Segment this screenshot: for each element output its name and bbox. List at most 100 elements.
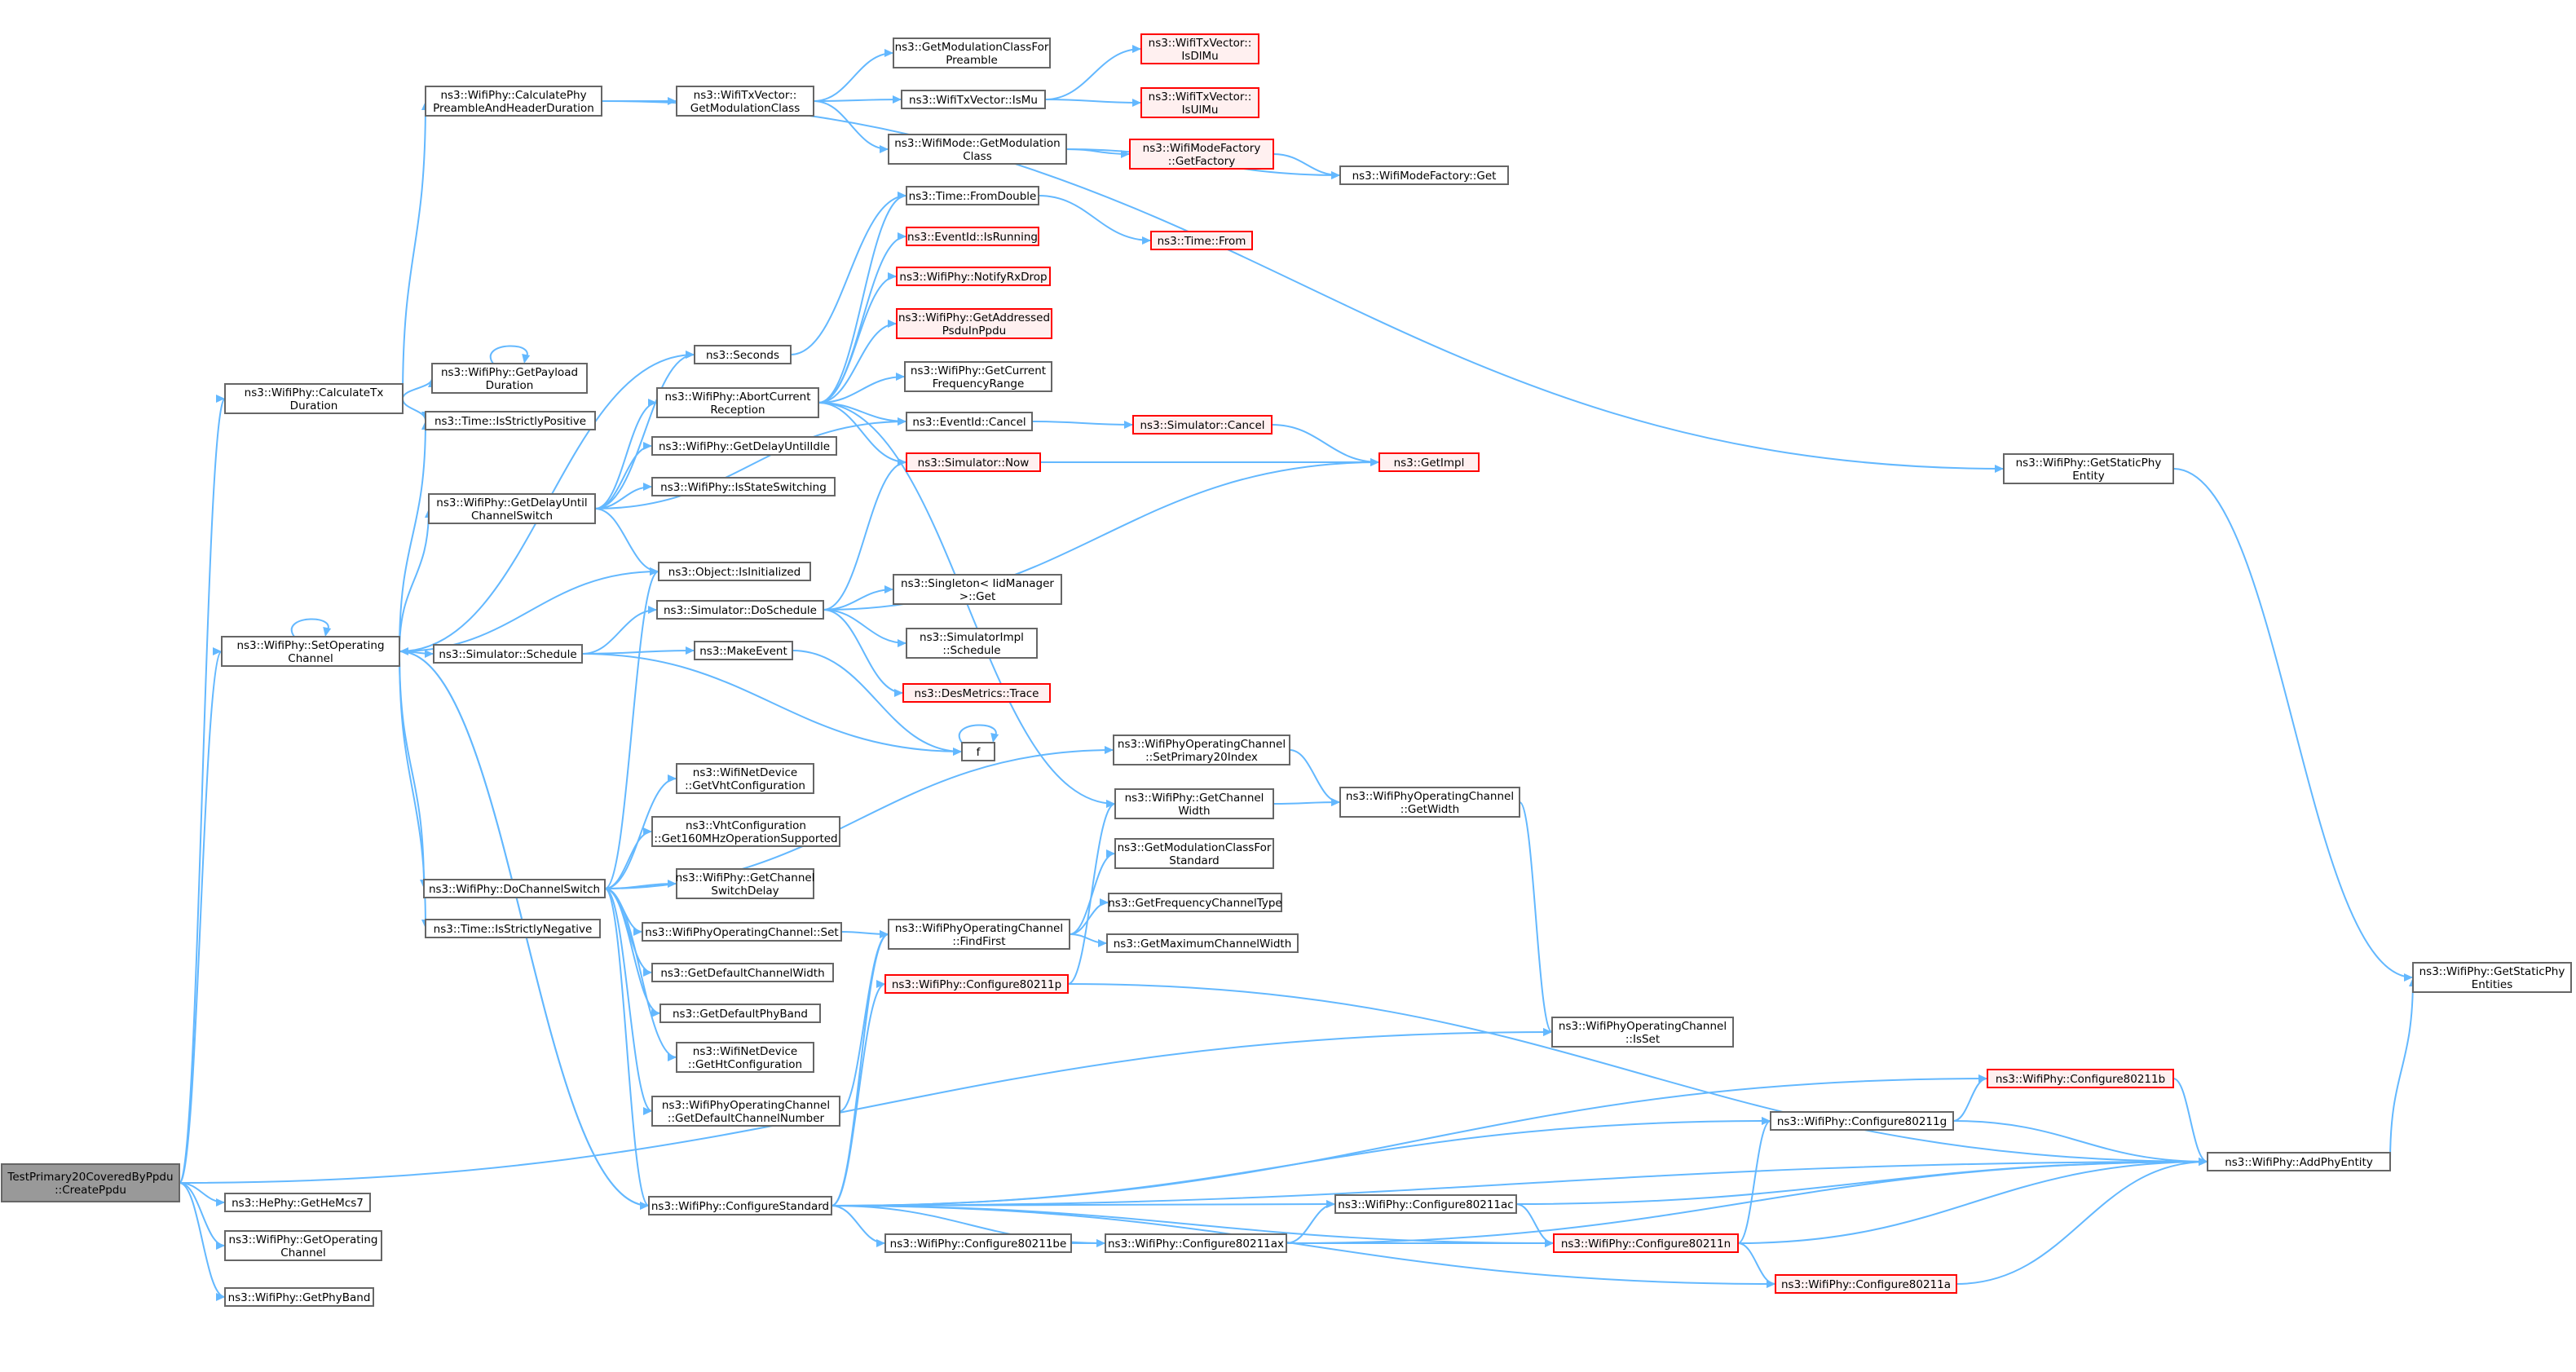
function-node-getHeMcs7[interactable]: ns3::HePhy::GetHeMcs7 — [224, 1193, 371, 1212]
function-node-defChNum[interactable]: ns3::WifiPhyOperatingChannel::GetDefault… — [651, 1096, 840, 1127]
function-node-cfg80211a[interactable]: ns3::WifiPhy::Configure80211a — [1775, 1274, 1957, 1294]
function-node-opChSet[interactable]: ns3::WifiPhyOperatingChannel::Set — [642, 922, 842, 942]
function-node-desTrace[interactable]: ns3::DesMetrics::Trace — [902, 683, 1051, 703]
node-label: ns3::Time::IsStrictlyNegative — [434, 923, 593, 936]
function-node-opChGetW[interactable]: ns3::WifiPhyOperatingChannel::GetWidth — [1339, 787, 1520, 818]
function-node-isDlMu[interactable]: ns3::WifiTxVector::IsDlMu — [1140, 33, 1259, 64]
function-node-getPhyBand[interactable]: ns3::WifiPhy::GetPhyBand — [224, 1287, 374, 1307]
function-node-cfg80211ac[interactable]: ns3::WifiPhy::Configure80211ac — [1334, 1194, 1517, 1214]
function-node-findFirst[interactable]: ns3::WifiPhyOperatingChannel::FindFirst — [888, 919, 1070, 950]
function-node-getImpl[interactable]: ns3::GetImpl — [1378, 452, 1480, 472]
function-node-getFactory[interactable]: ns3::WifiModeFactory::GetFactory — [1129, 139, 1274, 170]
function-node-cfg80211ax[interactable]: ns3::WifiPhy::Configure80211ax — [1105, 1233, 1287, 1253]
node-label: ns3::MakeEvent — [699, 645, 787, 658]
function-node-modeFactGet[interactable]: ns3::WifiModeFactory::Get — [1339, 165, 1509, 185]
function-node-isStrictPos[interactable]: ns3::Time::IsStrictlyPositive — [425, 411, 596, 430]
node-label: ns3::WifiPhyOperatingChannel::Set — [645, 926, 838, 939]
edge-line — [831, 1161, 2208, 1207]
node-label: ns3::GetDefaultChannelWidth — [660, 967, 824, 980]
function-node-fromDouble[interactable]: ns3::Time::FromDouble — [906, 186, 1039, 205]
call-edge — [1044, 99, 1142, 107]
function-node-objInit[interactable]: ns3::Object::IsInitialized — [658, 562, 811, 581]
node-label: ns3::SimulatorImpl — [920, 631, 1024, 644]
node-box — [896, 308, 1052, 339]
function-node-evCancel[interactable]: ns3::EventId::Cancel — [906, 412, 1033, 431]
node-box — [906, 186, 1039, 205]
edge-arrowhead — [894, 689, 903, 697]
edge-line — [831, 983, 886, 1207]
node-label: ns3::WifiPhy::CalculatePhy — [440, 89, 586, 102]
function-node-doSched[interactable]: ns3::Simulator::DoSchedule — [656, 600, 824, 620]
function-node-freqChType[interactable]: ns3::GetFrequencyChannelType — [1108, 893, 1282, 912]
node-label: ns3::Time::From — [1158, 235, 1246, 248]
function-node-notifyDrop[interactable]: ns3::WifiPhy::NotifyRxDrop — [896, 267, 1051, 286]
call-edge — [1952, 1120, 2208, 1166]
function-node-isUlMu[interactable]: ns3::WifiTxVector::IsUlMu — [1140, 87, 1259, 118]
function-node-makeEvent[interactable]: ns3::MakeEvent — [694, 641, 793, 660]
function-node-getVht[interactable]: ns3::WifiNetDevice::GetVhtConfiguration — [676, 763, 814, 794]
call-edge — [594, 351, 695, 510]
node-label: Duration — [486, 379, 534, 392]
function-node-isStateSw[interactable]: ns3::WifiPhy::IsStateSwitching — [651, 477, 836, 496]
function-node-maxChW[interactable]: ns3::GetMaximumChannelWidth — [1106, 933, 1299, 953]
function-node-cfg80211p[interactable]: ns3::WifiPhy::Configure80211p — [884, 974, 1069, 994]
node-label: ns3::WifiPhy::Configure80211ac — [1338, 1198, 1513, 1211]
function-node-cfg80211be[interactable]: ns3::WifiPhy::Configure80211be — [884, 1233, 1072, 1253]
function-node-timeFrom[interactable]: ns3::Time::From — [1150, 231, 1253, 250]
node-label: ::SetPrimary20Index — [1145, 751, 1258, 764]
function-node-simSched[interactable]: ns3::Simulator::Schedule — [433, 644, 583, 664]
node-label: ns3::WifiPhy::Configure80211b — [1996, 1073, 2165, 1086]
function-node-opChIsSet[interactable]: ns3::WifiPhyOperatingChannel::IsSet — [1551, 1017, 1734, 1048]
function-node-root[interactable]: TestPrimary20CoveredByPpdu::CreatePpdu — [1, 1163, 180, 1202]
function-node-simCancel[interactable]: ns3::Simulator::Cancel — [1132, 415, 1273, 435]
function-node-modeGetMod[interactable]: ns3::WifiMode::GetModulationClass — [888, 134, 1067, 165]
function-node-isStrictNeg[interactable]: ns3::Time::IsStrictlyNegative — [425, 919, 601, 938]
edge-line — [594, 421, 907, 510]
function-node-isMu[interactable]: ns3::WifiTxVector::IsMu — [901, 90, 1046, 109]
node-box — [906, 452, 1041, 472]
function-node-doChSwitch[interactable]: ns3::WifiPhy::DoChannelSwitch — [423, 879, 606, 898]
function-node-setPrim20[interactable]: ns3::WifiPhyOperatingChannel::SetPrimary… — [1113, 735, 1290, 765]
function-node-evRunning[interactable]: ns3::EventId::IsRunning — [906, 227, 1039, 246]
edge-line — [1515, 1203, 1555, 1244]
function-node-addPhyEnt[interactable]: ns3::WifiPhy::AddPhyEntity — [2207, 1152, 2391, 1171]
function-node-singleton[interactable]: ns3::Singleton< IidManager>::Get — [893, 574, 1062, 605]
function-node-cfg80211g[interactable]: ns3::WifiPhy::Configure80211g — [1770, 1111, 1954, 1131]
function-node-calcPre[interactable]: ns3::WifiPhy::CalculatePhyPreambleAndHea… — [425, 86, 602, 117]
function-node-get160[interactable]: ns3::VhtConfiguration::Get160MHzOperatio… — [651, 816, 840, 847]
edge-arrowhead — [1370, 458, 1379, 466]
function-node-getHt[interactable]: ns3::WifiNetDevice::GetHtConfiguration — [676, 1042, 814, 1073]
function-node-seconds[interactable]: ns3::Seconds — [694, 345, 792, 364]
function-node-simNow[interactable]: ns3::Simulator::Now — [906, 452, 1041, 472]
function-node-cfgStd[interactable]: ns3::WifiPhy::ConfigureStandard — [648, 1196, 832, 1215]
function-node-getModClass[interactable]: ns3::WifiTxVector::GetModulationClass — [676, 86, 814, 117]
node-label: ::Schedule — [942, 644, 1000, 657]
node-box — [1129, 139, 1274, 170]
function-node-f[interactable]: f — [961, 742, 995, 761]
function-node-cfg80211n[interactable]: ns3::WifiPhy::Configure80211n — [1553, 1233, 1739, 1253]
edge-arrowhead — [1978, 1074, 1987, 1083]
edge-line — [1067, 803, 1116, 985]
function-node-defChW[interactable]: ns3::GetDefaultChannelWidth — [651, 963, 834, 982]
function-node-cfg80211b[interactable]: ns3::WifiPhy::Configure80211b — [1987, 1069, 2174, 1088]
node-box — [651, 963, 834, 982]
edge-arrowhead — [651, 1009, 660, 1017]
function-node-implSched[interactable]: ns3::SimulatorImpl::Schedule — [906, 628, 1038, 659]
function-node-defBand[interactable]: ns3::GetDefaultPhyBand — [659, 1004, 821, 1023]
node-box — [651, 1096, 840, 1127]
function-node-getDelayIdle[interactable]: ns3::WifiPhy::GetDelayUntilIdle — [651, 436, 837, 456]
